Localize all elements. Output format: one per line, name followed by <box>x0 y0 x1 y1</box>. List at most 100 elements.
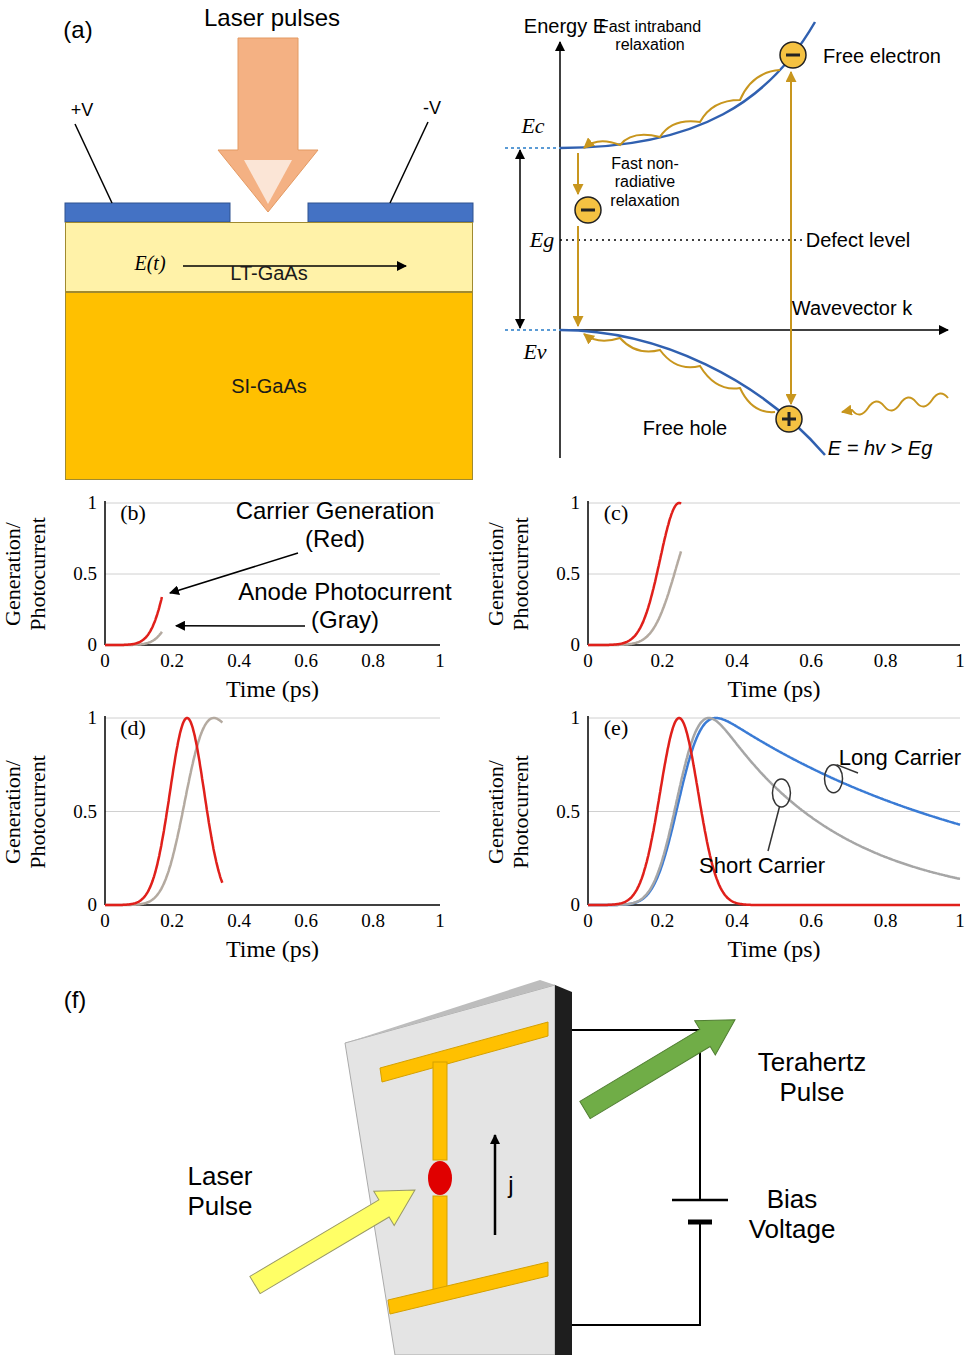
relaxation-arrow <box>577 153 579 194</box>
tick-label: 0.5 <box>73 563 97 585</box>
axis-label: Wavevector k <box>792 297 912 320</box>
text-label: Free electron <box>823 45 941 68</box>
photocurrent-curve <box>588 551 681 645</box>
tick-label: 1 <box>435 650 445 672</box>
callout-arrow <box>176 625 305 627</box>
tick-label: 0.2 <box>160 650 184 672</box>
plot-axes <box>588 811 960 812</box>
photocurrent-curve <box>105 718 222 905</box>
axis-title: Generation/ Photocurrent <box>483 737 534 887</box>
axis-title: Time (ps) <box>727 676 820 704</box>
energy-label: Ev <box>523 339 546 364</box>
callout-ellipse <box>772 779 790 807</box>
tick-label: 0 <box>571 894 581 916</box>
antenna-electrode <box>388 1262 548 1314</box>
axis-title: Generation/ Photocurrent <box>0 499 50 649</box>
carrier-symbol <box>788 412 791 426</box>
bias-circuit <box>672 1199 728 1202</box>
tick-label: 0 <box>583 910 593 932</box>
text-label: Bias Voltage <box>730 1185 854 1245</box>
carrier-symbol <box>575 197 601 223</box>
relaxation-arrow <box>577 226 579 326</box>
tick-label: 0.6 <box>799 650 823 672</box>
panel-letter: (c) <box>604 500 628 525</box>
tick-label: 1 <box>955 650 965 672</box>
plot-axes <box>104 501 106 645</box>
text-label: Laser Pulse <box>174 1162 266 1222</box>
relaxation-arrow <box>790 72 792 404</box>
laser-arrow <box>218 38 318 212</box>
tick-label: 0.5 <box>556 563 580 585</box>
tick-label: 0.6 <box>799 910 823 932</box>
plot-axes <box>105 716 440 905</box>
panel-letter: (d) <box>120 715 146 740</box>
generation-curve <box>105 718 222 905</box>
relaxation-arrow <box>584 70 780 148</box>
panel-letter: (f) <box>64 986 87 1014</box>
tick-label: 0.6 <box>294 650 318 672</box>
generation-curve <box>105 597 162 645</box>
band-axes <box>559 42 561 458</box>
band-curve <box>560 22 815 148</box>
terminal-label: +V <box>71 100 94 121</box>
gaas-layer: LT-GaAs <box>65 222 473 292</box>
laser-spot <box>428 1161 452 1195</box>
band-curve <box>560 330 825 455</box>
relaxation-arrow <box>584 334 775 412</box>
laser-pulse-arrow <box>245 1173 425 1302</box>
carrier-symbol <box>780 42 806 68</box>
band-edge-marker <box>505 148 560 330</box>
tick-label: 0 <box>88 634 98 656</box>
tick-label: 0 <box>571 634 581 656</box>
laser-arrow <box>218 38 318 212</box>
energy-label: Ec <box>521 113 544 138</box>
terahertz-arrow <box>575 1003 746 1127</box>
axis-title: Time (ps) <box>226 676 319 704</box>
bias-wire <box>390 122 428 203</box>
tick-label: 1 <box>88 492 98 514</box>
band-edge-marker <box>505 329 560 331</box>
text-label: Laser pulses <box>204 4 340 32</box>
axis-label: Energy E <box>524 15 606 38</box>
electrode <box>65 203 230 222</box>
text-label: Free hole <box>643 417 728 440</box>
tick-label: 0.8 <box>874 910 898 932</box>
annotation: Anode Photocurrent (Gray) <box>212 578 478 633</box>
tick-label: 0 <box>100 650 110 672</box>
gaas-layer: SI-GaAs <box>65 292 473 480</box>
laser-pulse-arrow <box>245 1173 425 1302</box>
plot-axes <box>588 574 960 575</box>
tick-label: 0.5 <box>73 801 97 823</box>
carrier-symbol <box>786 54 800 57</box>
panel-letter: (b) <box>120 500 146 525</box>
plot-axes <box>588 718 960 719</box>
text-label: Defect level <box>806 229 911 252</box>
tick-label: 0.2 <box>160 910 184 932</box>
plot-axes <box>588 644 960 646</box>
current-label: j <box>508 1171 513 1199</box>
annotation: Long Carrier <box>839 745 961 770</box>
band-edge-marker <box>505 147 560 149</box>
axis-title: Time (ps) <box>226 936 319 964</box>
tick-label: 1 <box>955 910 965 932</box>
panel-letter: (a) <box>63 16 92 44</box>
axis-title: Generation/ Photocurrent <box>483 499 534 649</box>
tick-label: 0.8 <box>361 650 385 672</box>
annotation: Short Carrier <box>699 853 825 878</box>
relaxation-arrow <box>578 70 948 415</box>
tick-label: 0 <box>88 894 98 916</box>
plot-axes <box>105 574 440 575</box>
carrier-symbol <box>776 406 802 432</box>
tick-label: 0.6 <box>294 910 318 932</box>
tick-label: 0.5 <box>556 801 580 823</box>
photon-label: E = hv > Eg <box>828 437 933 460</box>
text-label: Terahertz Pulse <box>746 1048 878 1108</box>
plot-axes <box>587 716 589 905</box>
substrate-slab <box>345 980 572 1355</box>
band-axes <box>520 42 948 458</box>
panel-letter: (e) <box>604 715 628 740</box>
plot-axes <box>105 811 440 812</box>
text-label: Fast intraband relaxation <box>589 18 711 55</box>
